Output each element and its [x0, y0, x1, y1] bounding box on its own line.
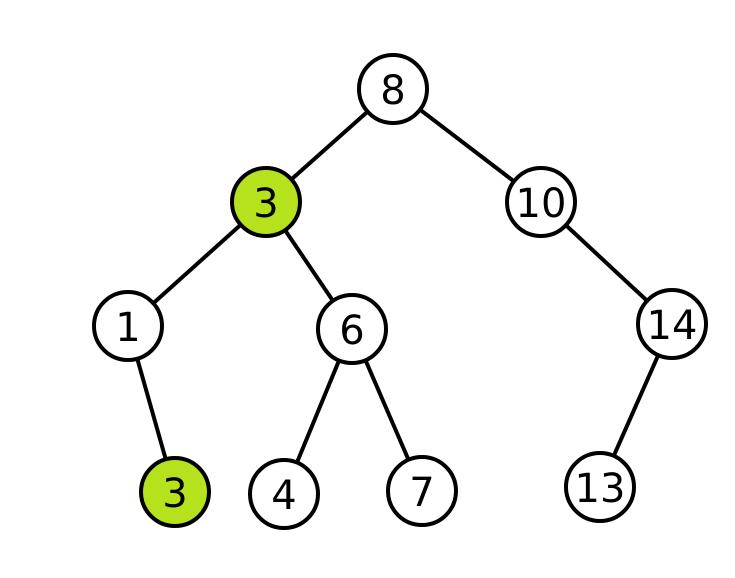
tree-node: 14	[636, 288, 708, 360]
node-label: 1	[115, 305, 140, 351]
tree-node: 10	[505, 166, 577, 238]
tree-node: 6	[316, 293, 388, 365]
tree-node: 1	[92, 290, 164, 362]
node-label: 10	[516, 181, 567, 227]
node-label: 4	[271, 473, 296, 519]
tree-node: 8	[357, 53, 429, 125]
tree-nodes: 8 3 10 1 6 14 3 4 7 13	[92, 53, 708, 530]
node-circle	[505, 166, 577, 238]
tree-node: 3	[230, 166, 302, 238]
node-circle	[316, 293, 388, 365]
tree-node: 13	[564, 451, 636, 523]
node-label: 6	[339, 308, 364, 354]
node-circle	[92, 290, 164, 362]
node-circle	[386, 455, 458, 527]
node-label: 13	[575, 466, 626, 512]
tree-node: 7	[386, 455, 458, 527]
node-circle	[636, 288, 708, 360]
tree-node: 3	[139, 456, 211, 528]
node-circle	[248, 458, 320, 530]
node-circle	[357, 53, 429, 125]
node-label: 7	[409, 470, 434, 516]
node-label: 3	[162, 471, 187, 517]
node-circle	[564, 451, 636, 523]
node-label: 8	[380, 68, 405, 114]
node-label: 3	[253, 181, 278, 227]
highlighted-node-circle	[139, 456, 211, 528]
tree-node: 4	[248, 458, 320, 530]
tree-edges	[126, 87, 674, 496]
highlighted-node-circle	[230, 166, 302, 238]
node-label: 14	[647, 303, 698, 349]
